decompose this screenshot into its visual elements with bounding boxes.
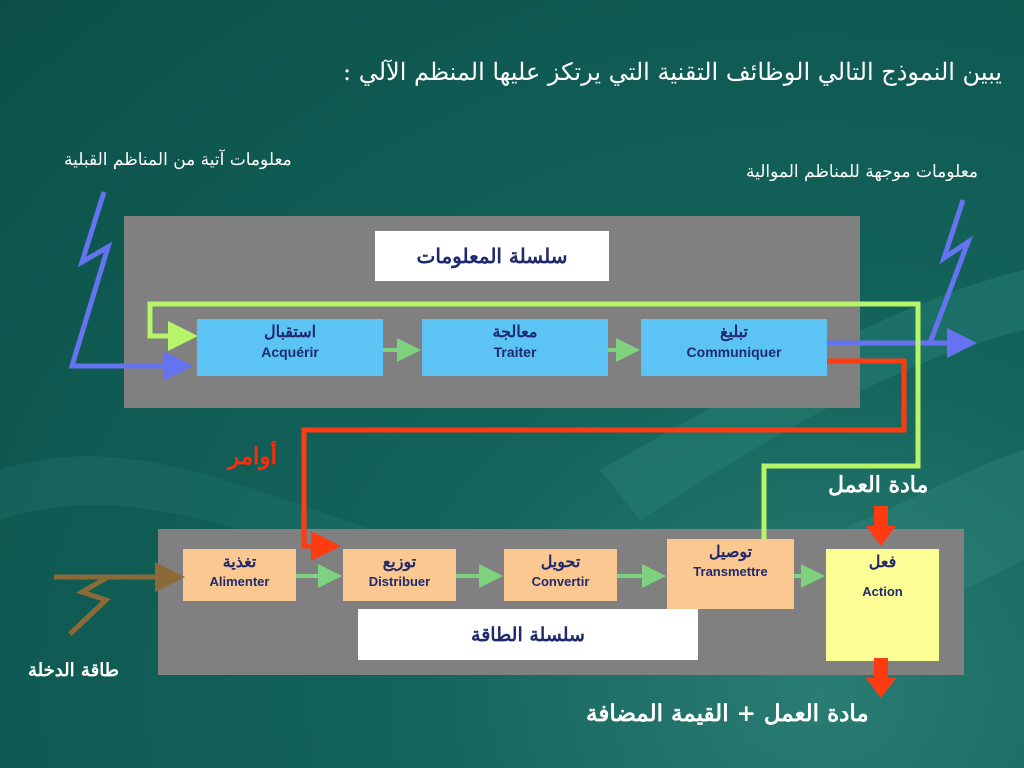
convert-block: تحويل Convertir	[504, 549, 617, 601]
slide-title: يبين النموذج التالي الوظائف التقنية التي…	[342, 58, 1002, 86]
input-energy-arrow	[54, 562, 185, 636]
incoming-info-label: معلومات آتية من المناظم القبلية	[64, 150, 292, 170]
incoming-signal-arrow	[68, 191, 193, 381]
input-energy-label: طاقة الدخلة	[28, 660, 120, 681]
distribute-ar-label: توزيع	[382, 552, 417, 571]
communicate-fr-label: Communiquer	[686, 344, 782, 360]
acquire-fr-label: Acquérir	[261, 344, 319, 360]
work-material-in-arrow	[866, 506, 896, 546]
communicate-block: تبليغ Communiquer	[641, 319, 827, 376]
supply-block: تغذية Alimenter	[183, 549, 296, 601]
distribute-block: توزيع Distribuer	[343, 549, 456, 601]
communicate-ar-label: تبليغ	[720, 322, 748, 341]
orders-label: أوامر	[228, 443, 277, 470]
outgoing-info-label: معلومات موجهة للمناظم الموالية	[745, 162, 978, 182]
action-ar-label: فعل	[868, 552, 897, 571]
acquire-ar-label: استقبال	[263, 322, 317, 341]
orders-link	[301, 358, 907, 561]
convert-ar-label: تحويل	[540, 552, 581, 571]
output-arrow	[866, 658, 896, 698]
information-chain-label: سلسلة المعلومات	[375, 231, 609, 281]
outgoing-signal-arrow	[827, 199, 977, 358]
action-fr-label: Action	[862, 584, 903, 599]
convert-fr-label: Convertir	[531, 574, 590, 589]
process-fr-label: Traiter	[493, 344, 537, 360]
process-ar-label: معالجة	[492, 322, 538, 341]
process-block: معالجة Traiter	[422, 319, 608, 376]
action-block: فعل Action	[826, 549, 939, 661]
supply-ar-label: تغذية	[222, 552, 257, 571]
feedback-info-link	[147, 301, 921, 540]
output-label: مادة العمل + القيمة المضافة	[586, 700, 869, 727]
energy-chain-label: سلسلة الطاقة	[358, 609, 698, 660]
supply-fr-label: Alimenter	[209, 574, 270, 589]
distribute-fr-label: Distribuer	[368, 574, 431, 589]
acquire-block: استقبال Acquérir	[197, 319, 383, 376]
work-material-label: مادة العمل	[828, 472, 929, 498]
transmit-fr-label: Transmettre	[693, 564, 768, 579]
transmit-ar-label: توصيل	[708, 542, 753, 561]
transmit-block: توصيل Transmettre	[667, 539, 794, 609]
